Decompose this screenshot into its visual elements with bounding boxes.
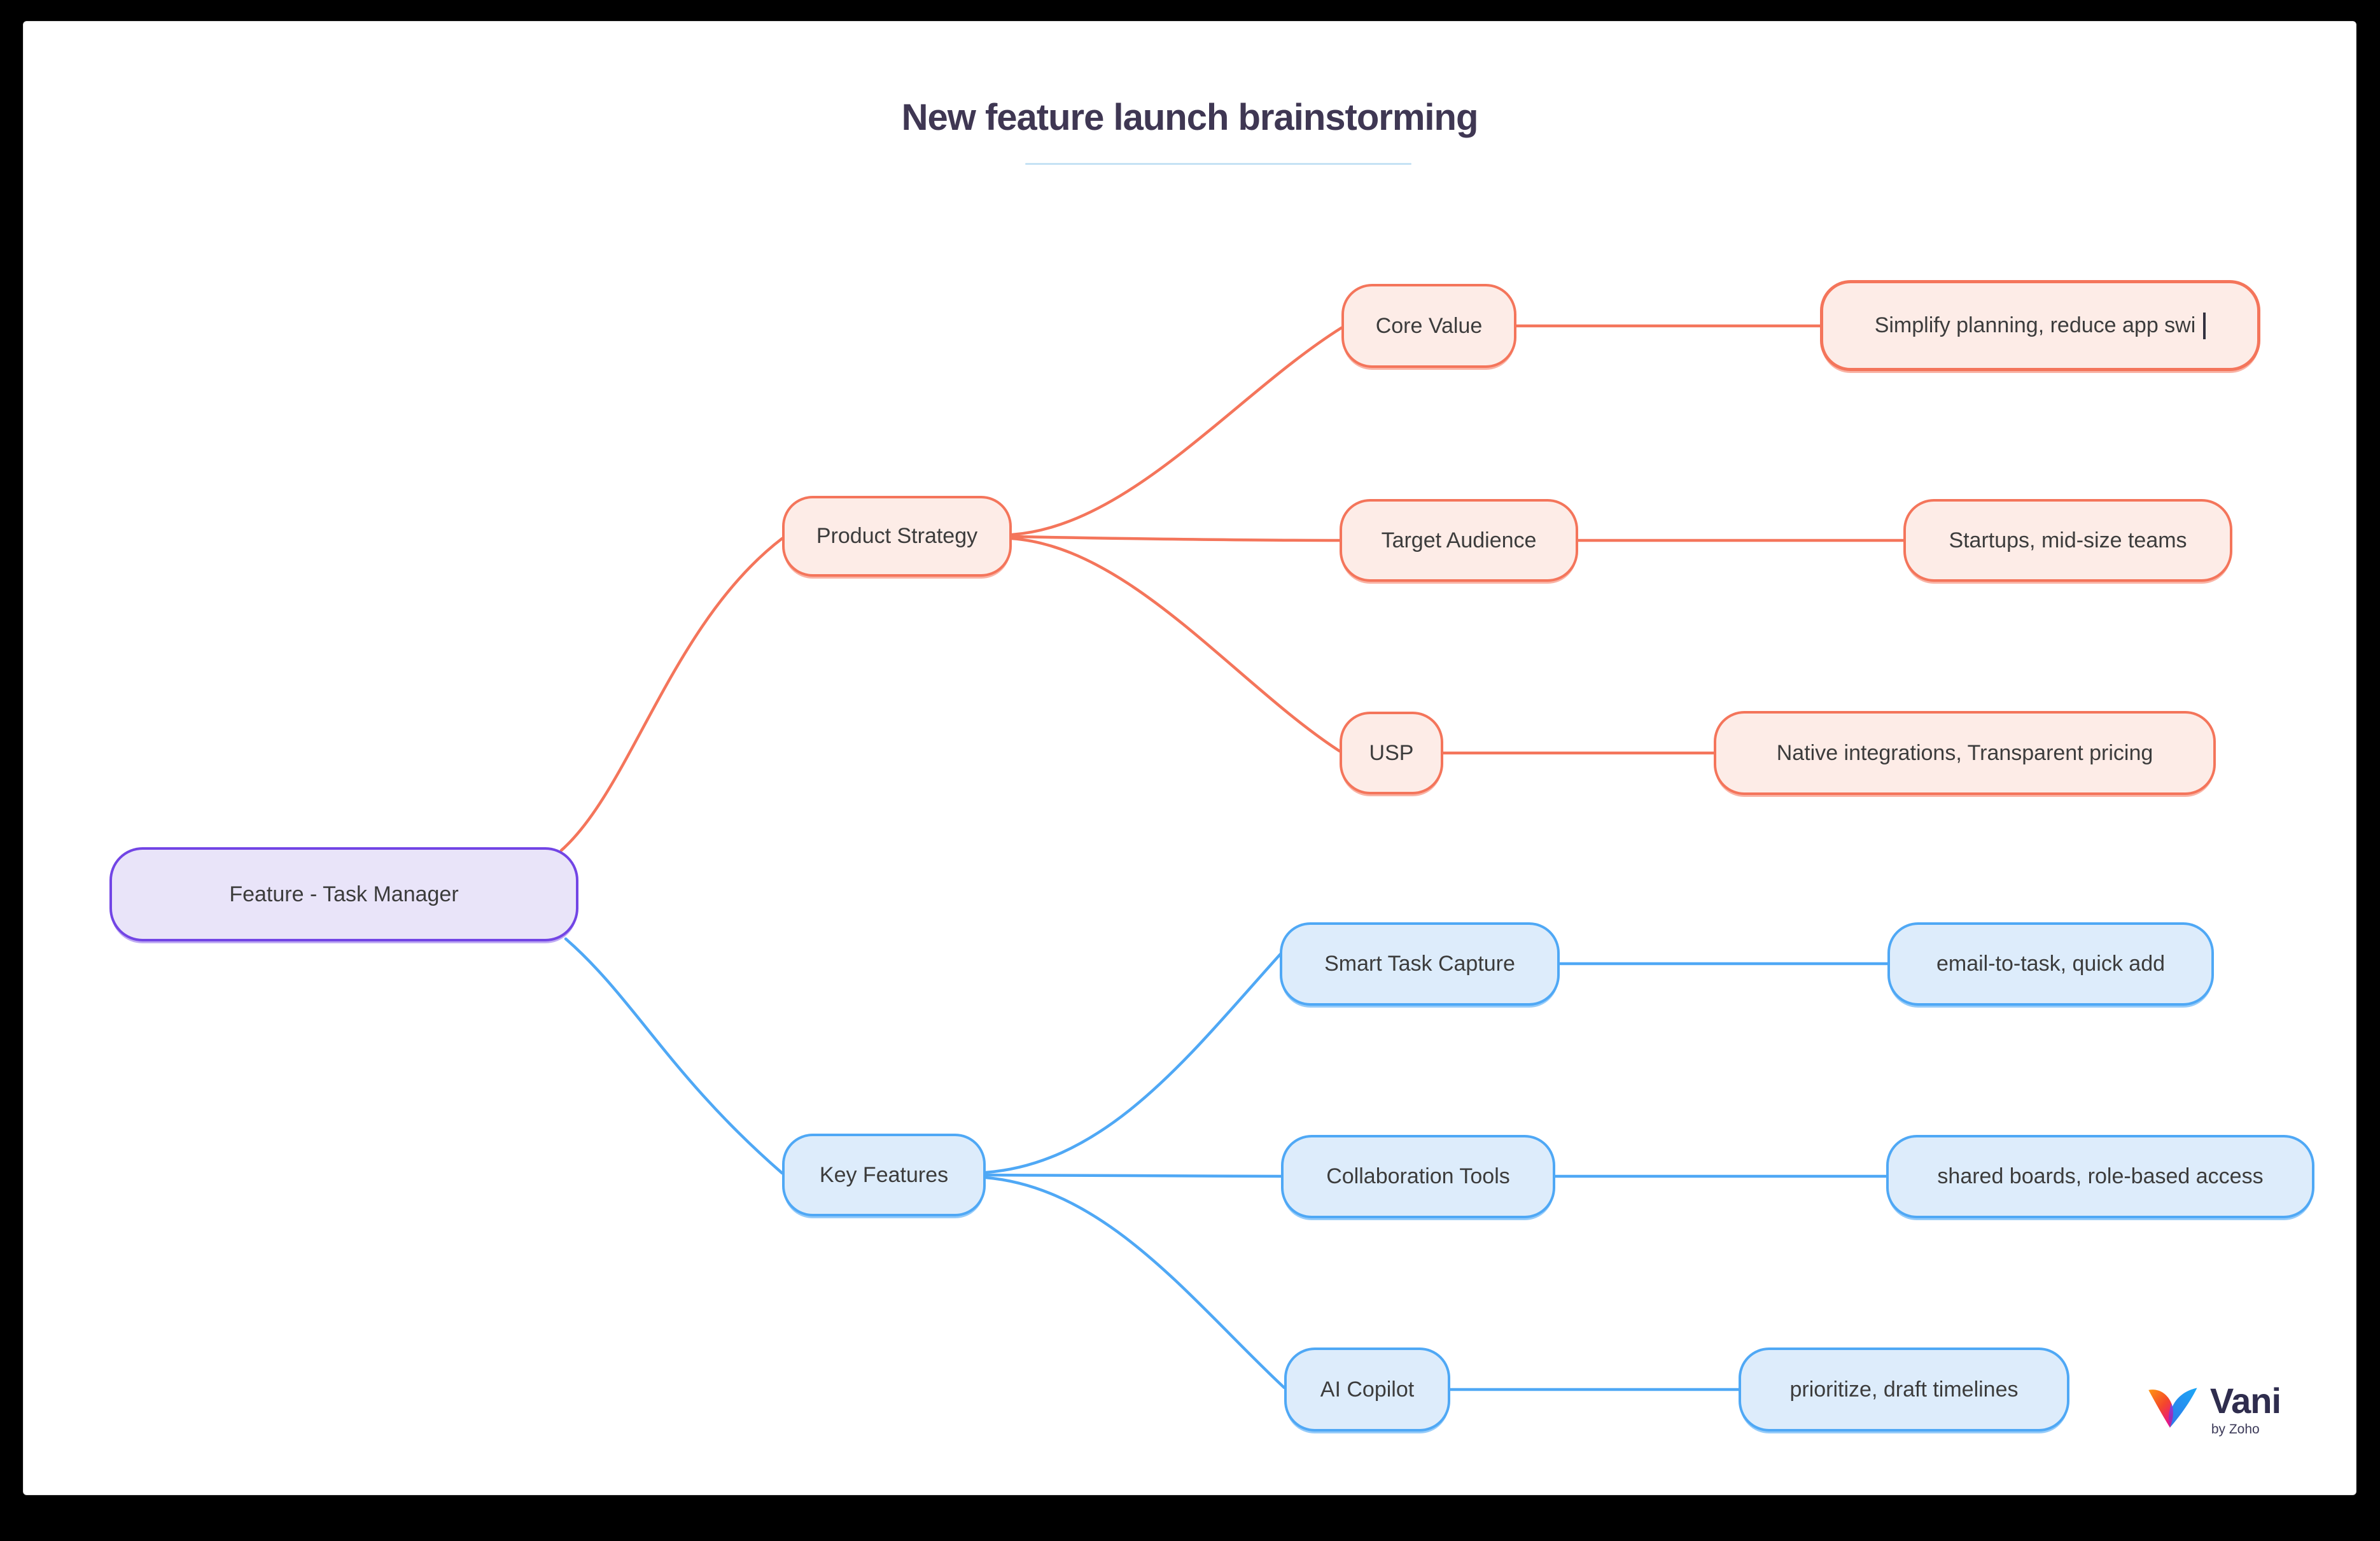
node-target-audience[interactable]: Target Audience <box>1340 499 1578 582</box>
title-underline <box>1025 163 1411 165</box>
text-cursor <box>2203 312 2206 339</box>
connector-key-features-ai-copilot <box>984 1176 1286 1390</box>
node-key-features[interactable]: Key Features <box>782 1134 986 1216</box>
node-smart-task-capture[interactable]: Smart Task Capture <box>1280 922 1560 1006</box>
node-smart-task-capture-note[interactable]: email-to-task, quick add <box>1887 922 2214 1006</box>
vani-watermark: Vani by Zoho <box>2146 1383 2281 1436</box>
node-collaboration-tools[interactable]: Collaboration Tools <box>1281 1135 1555 1218</box>
node-usp[interactable]: USP <box>1340 712 1443 794</box>
node-ai-copilot-note[interactable]: prioritize, draft timelines <box>1739 1347 2069 1432</box>
node-root[interactable]: Feature - Task Manager <box>109 847 578 941</box>
node-collaboration-tools-note[interactable]: shared boards, role-based access <box>1886 1135 2314 1218</box>
node-core-value[interactable]: Core Value <box>1341 284 1516 368</box>
node-core-value-note[interactable]: Simplify planning, reduce app swi <box>1820 280 2260 371</box>
node-target-audience-note[interactable]: Startups, mid-size teams <box>1903 499 2232 582</box>
connector-key-features-collaboration-tools <box>984 1173 1283 1178</box>
note-text: Simplify planning, reduce app swi <box>1874 313 2196 338</box>
connector-root-key-features <box>564 937 784 1175</box>
diagram-title[interactable]: New feature launch brainstorming <box>901 97 1479 138</box>
connector-product-strategy-target-audience <box>1010 535 1341 542</box>
connector-root-product-strategy <box>559 537 784 852</box>
connector-product-strategy-core-value <box>1010 326 1343 537</box>
connector-product-strategy-usp <box>1010 537 1341 753</box>
whiteboard-canvas[interactable]: New feature launch brainstorming Feature… <box>23 21 2356 1495</box>
node-usp-note[interactable]: Native integrations, Transparent pricing <box>1714 711 2216 795</box>
node-product-strategy[interactable]: Product Strategy <box>782 496 1012 577</box>
node-ai-copilot[interactable]: AI Copilot <box>1284 1347 1450 1432</box>
vani-byline-text: by Zoho <box>2211 1422 2260 1437</box>
connector-key-features-smart-task-capture <box>984 952 1282 1174</box>
vani-logo-icon <box>2148 1388 2197 1428</box>
vani-brand-text: Vani <box>2209 1381 2281 1421</box>
